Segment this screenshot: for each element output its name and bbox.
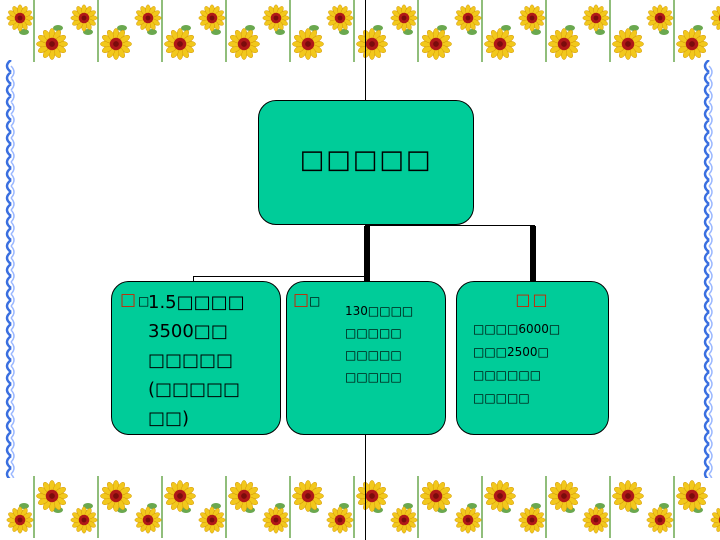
sunflower-icon: [356, 28, 388, 60]
sunflower-icon: [612, 480, 644, 512]
wave-ribbon-path: [703, 60, 710, 478]
sunflower-icon: [646, 4, 674, 32]
sunflower-icon: [484, 480, 516, 512]
child-node-right: □□ □□□□6000□ □□□2500□ □□□□□□ □□□□□: [456, 281, 609, 435]
sunflower-icon: [100, 28, 132, 60]
leaf-icon: [181, 25, 191, 31]
sunflower-icon: [326, 506, 354, 534]
sunflower-icon: [612, 28, 644, 60]
sunflower-icon: [228, 480, 260, 512]
sunflower-border-bottom: [6, 476, 720, 538]
child-node-left-lead: □: [120, 290, 137, 310]
sunflower-icon: [356, 480, 388, 512]
sunflower-icon: [420, 480, 452, 512]
child-node-left-text: 1.5□□□□ 3500□□ □□□□□ (□□□□□ □□): [148, 292, 245, 429]
sunflower-icon: [454, 506, 482, 534]
leaf-icon: [501, 25, 511, 31]
leaf-icon: [629, 25, 639, 31]
sunflower-icon: [164, 28, 196, 60]
sunflower-icon: [518, 506, 546, 534]
connector-left-horizontal: [193, 276, 370, 277]
sunflower-icon: [582, 506, 610, 534]
sunflower-icon: [6, 4, 34, 32]
connector-left-tick: [193, 276, 194, 281]
sunflower-icon: [676, 28, 708, 60]
root-node: □□□□□: [258, 100, 474, 225]
sunflower-icon: [390, 4, 418, 32]
sunflower-icon: [36, 480, 68, 512]
child-node-middle-lead: □: [293, 290, 310, 310]
sunflower-icon: [292, 28, 324, 60]
sunflower-icon: [548, 480, 580, 512]
sunflower-icon: [198, 4, 226, 32]
blue-ribbon-right: [703, 60, 713, 478]
sunflower-icon: [6, 506, 34, 534]
sunflower-icon: [548, 28, 580, 60]
sunflower-icon: [582, 4, 610, 32]
sunflower-icon: [262, 506, 290, 534]
child-node-middle-lead-small: □: [309, 294, 321, 308]
sunflower-icon: [420, 28, 452, 60]
leaf-icon: [565, 25, 575, 31]
sunflower-icon: [228, 28, 260, 60]
leaf-icon: [53, 25, 63, 31]
sunflower-icon: [710, 508, 720, 532]
wave-ribbon-path: [5, 60, 12, 478]
sunflower-icon: [70, 506, 98, 534]
sunflower-border-top: [6, 0, 720, 62]
sunflower-icon: [646, 506, 674, 534]
child-node-middle: □ □ 130□□□□ □□□□□ □□□□□ □□□□□: [286, 281, 446, 435]
sunflower-icon: [676, 480, 708, 512]
blue-ribbon-left: [5, 60, 15, 478]
sunflower-icon: [134, 4, 162, 32]
sunflower-icon: [454, 4, 482, 32]
connector-bottom-vertical: [365, 435, 366, 540]
sunflower-icon: [484, 28, 516, 60]
sunflower-icon: [710, 6, 720, 30]
sunflower-icon: [36, 28, 68, 60]
sunflower-icon: [134, 506, 162, 534]
sunflower-icon: [326, 4, 354, 32]
child-node-left-lead-small: □: [138, 294, 150, 308]
child-node-right-title: □□: [515, 290, 550, 309]
child-node-right-text: □□□□6000□ □□□2500□ □□□□□□ □□□□□: [473, 322, 561, 405]
child-node-left: □ □ 1.5□□□□ 3500□□ □□□□□ (□□□□□ □□): [111, 281, 281, 435]
leaf-icon: [309, 25, 319, 31]
leaf-icon: [373, 25, 383, 31]
sunflower-icon: [390, 506, 418, 534]
wave-ribbon-highlight: [708, 65, 713, 478]
connector-right-thick: [530, 226, 536, 281]
child-node-middle-text: 130□□□□ □□□□□ □□□□□ □□□□□: [345, 304, 414, 384]
sunflower-icon: [70, 4, 98, 32]
leaf-icon: [117, 25, 127, 31]
root-node-label: □□□□□: [299, 145, 433, 175]
leaf-icon: [693, 25, 703, 31]
sunflower-icon: [262, 4, 290, 32]
leaf-icon: [245, 25, 255, 31]
sunflower-icon: [164, 480, 196, 512]
sunflower-icon: [292, 480, 324, 512]
connector-top-vertical: [365, 0, 366, 100]
sunflower-icon: [518, 4, 546, 32]
wave-ribbon-highlight: [10, 65, 15, 478]
connector-mid-thick: [364, 226, 370, 281]
leaf-icon: [437, 25, 447, 31]
sunflower-icon: [198, 506, 226, 534]
sunflower-icon: [100, 480, 132, 512]
connector-root-horizontal: [365, 225, 535, 226]
